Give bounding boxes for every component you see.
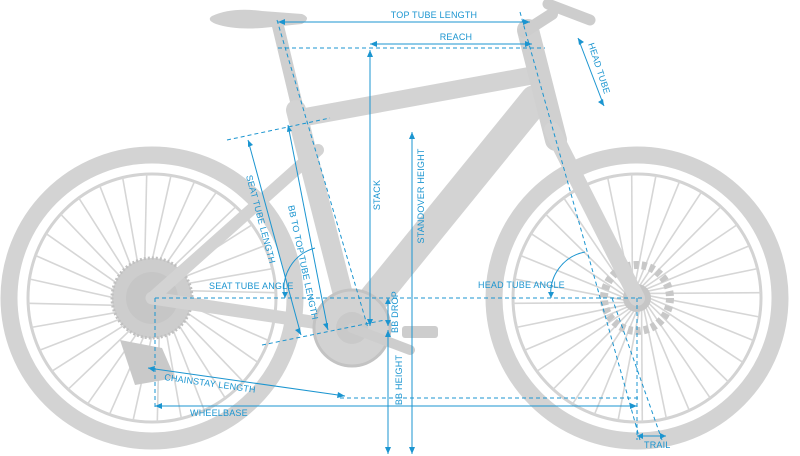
label-standover-height: STANDOVER HEIGHT <box>416 148 426 243</box>
spoke <box>630 174 634 287</box>
spoke <box>530 232 626 297</box>
spoke <box>648 291 761 295</box>
arrow-heads <box>148 19 666 454</box>
label-bb-height: BB HEIGHT <box>394 355 404 406</box>
spoke <box>524 305 629 352</box>
spoke <box>641 206 722 288</box>
seatstay <box>146 144 324 304</box>
pedal <box>402 326 438 338</box>
spoke <box>638 191 703 287</box>
down-tube <box>343 85 550 333</box>
spoke <box>571 309 636 405</box>
handlebar <box>542 0 596 26</box>
label-trail: TRAIL <box>644 440 671 450</box>
spoke <box>643 224 738 289</box>
spoke <box>648 297 754 342</box>
stem <box>518 8 558 38</box>
disc-rotor <box>600 261 674 335</box>
spoke <box>617 309 641 421</box>
label-bb-drop: BB DROP <box>390 291 400 333</box>
dimension-lines <box>147 11 666 454</box>
label-wheelbase: WHEELBASE <box>190 408 248 418</box>
spoke <box>648 299 744 364</box>
spoke <box>640 309 644 422</box>
spoke <box>520 254 626 299</box>
label-top-tube-length: TOP TUBE LENGTH <box>391 10 478 20</box>
fork <box>544 122 645 306</box>
label-stack: STACK <box>372 180 382 210</box>
label-head-tube-angle: HEAD TUBE ANGLE <box>478 280 565 290</box>
top-tube <box>291 65 549 127</box>
rear-derailleur <box>120 340 175 385</box>
crank-arm <box>347 323 415 355</box>
saddle <box>209 9 307 29</box>
spoke <box>513 301 626 305</box>
label-seat-tube-angle: SEAT TUBE ANGLE <box>209 281 294 291</box>
label-reach: REACH <box>440 32 473 42</box>
spoke <box>536 307 631 372</box>
